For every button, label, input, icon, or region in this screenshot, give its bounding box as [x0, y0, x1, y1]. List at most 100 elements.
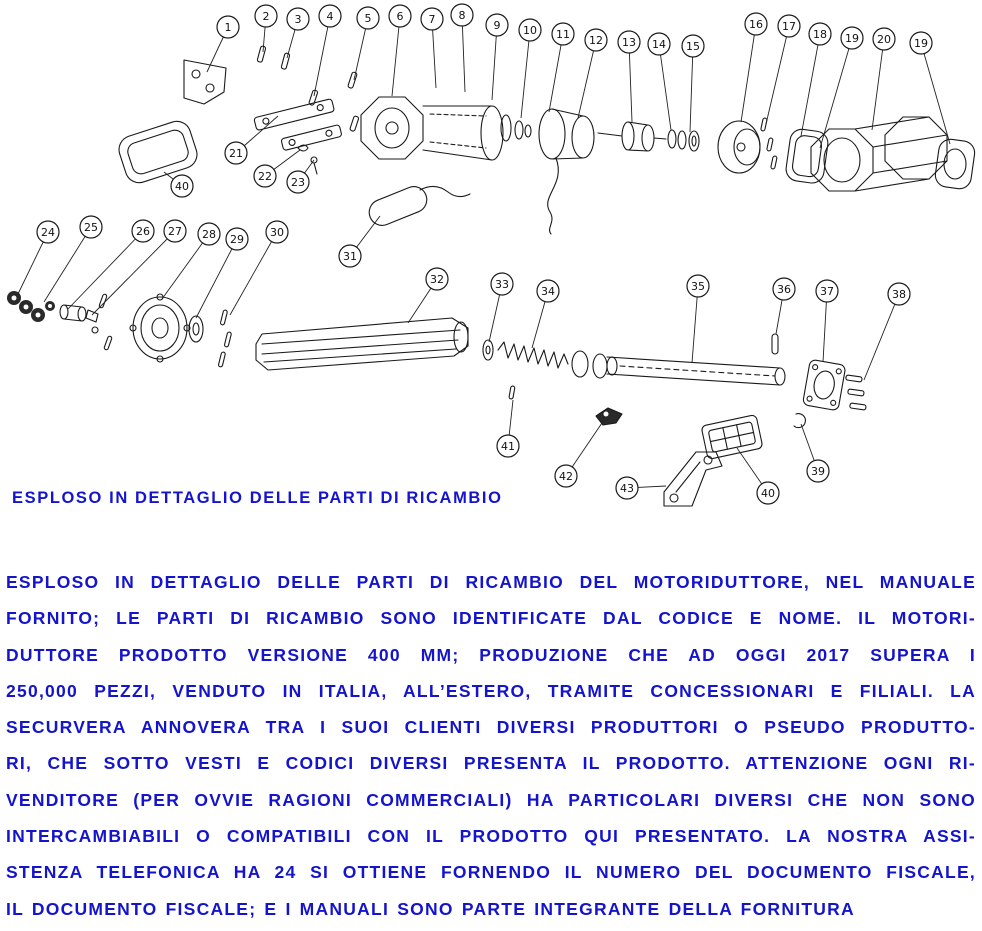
part-drive-shaft: [571, 350, 786, 386]
callout-balloon-5: 5: [356, 6, 380, 30]
part-screws-right: [845, 374, 867, 411]
callout-leader-line: [67, 230, 144, 310]
callout-balloon-14: 14: [647, 32, 671, 56]
svg-text:24: 24: [41, 226, 55, 239]
svg-text:2: 2: [263, 10, 270, 23]
callout-balloon-4: 4: [318, 4, 342, 28]
svg-text:3: 3: [295, 13, 302, 26]
svg-text:25: 25: [84, 221, 98, 234]
callout-balloon-30: 30: [265, 220, 289, 244]
callout-leader-line: [628, 41, 633, 123]
callout-leader-line: [548, 33, 564, 113]
callout-balloon-7: 7: [420, 7, 444, 31]
part-limit-lever: [595, 407, 623, 426]
svg-text:6: 6: [397, 10, 404, 23]
callout-balloon-38: 38: [887, 282, 911, 306]
svg-text:15: 15: [686, 40, 700, 53]
callout-balloon-36: 36: [772, 277, 796, 301]
body-text-line: DUTTORE PRODOTTO VERSIONE 400 MM; PRODUZ…: [6, 644, 976, 665]
callout-leader-line: [871, 38, 885, 131]
part-output-shaft-bits: [59, 293, 113, 351]
part-ring-right: [934, 138, 976, 190]
part-grommets: [7, 291, 55, 322]
callout-balloon-27: 27: [163, 219, 187, 243]
svg-text:22: 22: [258, 170, 272, 183]
callout-leader-line: [161, 233, 210, 300]
callout-balloon-28: 28: [197, 222, 221, 246]
callout-leader-line: [577, 39, 597, 119]
part-pins-top: [256, 45, 360, 132]
part-finned-tube: [255, 317, 469, 371]
part-support-bracket: [663, 451, 723, 507]
svg-text:43: 43: [620, 482, 634, 495]
svg-text:4: 4: [327, 10, 334, 23]
svg-text:19: 19: [914, 37, 928, 50]
callout-leader-line: [229, 231, 278, 316]
callout-balloon-37: 37: [815, 279, 839, 303]
svg-text:26: 26: [136, 225, 150, 238]
body-text-line: IL DOCUMENTO FISCALE; E I MANUALI SONO P…: [6, 898, 855, 919]
callout-balloon-11: 11: [551, 22, 575, 46]
callout-balloon-13: 13: [617, 30, 641, 54]
svg-text:8: 8: [459, 9, 466, 22]
callout-leader-line: [800, 33, 821, 137]
svg-text:27: 27: [168, 225, 182, 238]
diagram-caption: ESPLOSO IN DETTAGLIO DELLE PARTI DI RICA…: [12, 489, 503, 507]
callout-balloon-1: 1: [216, 15, 240, 39]
body-text-line: RI, CHE SOTTO VESTI E CODICI DIVERSI PRE…: [6, 753, 976, 774]
body-text-line: VENDITORE (PER OVVIE RAGIONI COMMERCIALI…: [6, 789, 976, 810]
part-motor-body: [422, 105, 504, 161]
part-screws-left: [217, 309, 232, 368]
callout-leader-line: [822, 290, 828, 363]
callout-balloon-20: 20: [872, 27, 896, 51]
part-pin-right: [771, 333, 779, 355]
callout-balloon-40: 40: [170, 174, 194, 198]
svg-text:35: 35: [691, 280, 705, 293]
callout-leader-line: [91, 230, 176, 316]
exploded-diagram-svg: 1234567891011121314151617181920192122234…: [7, 3, 976, 507]
body-text-line: SECURVERA ANNOVERA TRA I SUOI CLIENTI DI…: [6, 717, 976, 738]
part-washer-left: [188, 315, 204, 343]
svg-text:32: 32: [430, 273, 444, 286]
callout-balloon-31: 31: [338, 244, 362, 268]
svg-text:11: 11: [556, 28, 570, 41]
callout-balloon-9: 9: [485, 13, 509, 37]
callout-balloon-32: 32: [425, 267, 449, 291]
callout-balloon-16: 16: [744, 12, 768, 36]
body-text-line: 250,000 PEZZI, VENDUTO IN ITALIA, ALL’ES…: [6, 680, 976, 701]
body-text-line: INTERCAMBIABILI O COMPATIBILI CON IL PRO…: [6, 826, 976, 847]
part-housing-tube: [810, 116, 948, 192]
svg-text:28: 28: [202, 228, 216, 241]
callout-balloon-42: 42: [554, 464, 578, 488]
svg-text:29: 29: [230, 233, 244, 246]
svg-text:33: 33: [495, 278, 509, 291]
callout-balloon-43: 43: [615, 476, 639, 500]
part-spacer-rings: [500, 114, 532, 142]
part-c-clip: [793, 413, 806, 429]
part-mounting-bracket: [183, 59, 227, 105]
callout-balloon-19: 19: [840, 26, 864, 50]
body-text: ESPLOSO IN DETTAGLIO DELLE PARTI DI RICA…: [6, 564, 976, 927]
part-vent-grid: [701, 414, 763, 460]
body-text-line: STENZA TELEFONICA HA 24 SI OTTIENE FORNE…: [6, 862, 976, 883]
svg-text:1: 1: [225, 21, 232, 34]
svg-text:16: 16: [749, 18, 763, 31]
part-capacitor: [368, 185, 471, 226]
part-end-bracket: [802, 359, 846, 411]
callout-leader-line: [689, 45, 694, 133]
callout-balloon-3: 3: [286, 7, 310, 31]
callout-leader-line: [491, 24, 498, 101]
callout-leader-line: [195, 238, 238, 319]
callout-leader-line: [691, 285, 699, 364]
callout-balloon-19: 19: [909, 31, 933, 55]
svg-text:12: 12: [589, 34, 603, 47]
svg-text:38: 38: [892, 288, 906, 301]
part-stator: [538, 108, 595, 235]
svg-text:42: 42: [559, 470, 573, 483]
callout-balloon-40: 40: [756, 481, 780, 505]
part-rotor: [597, 121, 667, 152]
svg-text:14: 14: [652, 38, 666, 51]
callout-balloon-15: 15: [681, 34, 705, 58]
